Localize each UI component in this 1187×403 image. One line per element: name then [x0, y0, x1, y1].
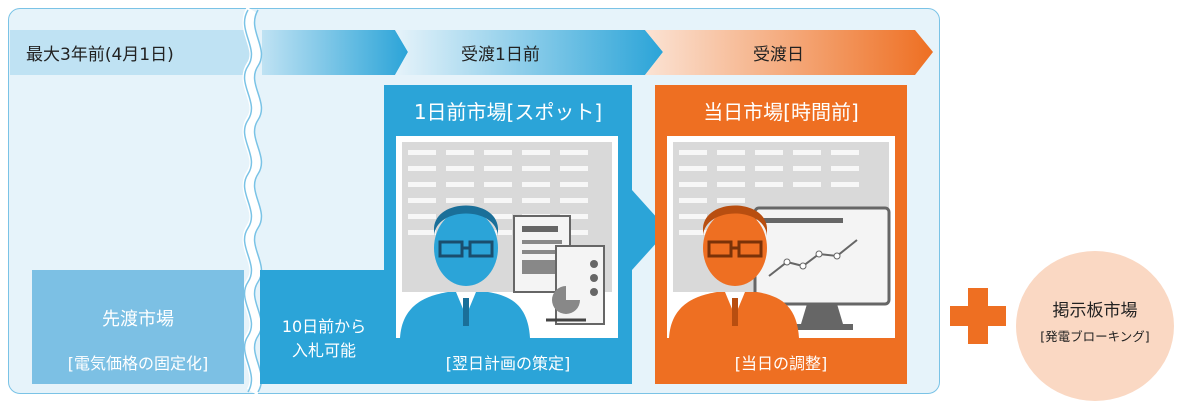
trader-with-monitor-chart-icon — [667, 136, 895, 338]
timeline-break-wave — [242, 6, 262, 396]
bidding-window-line-2: 入札可能 — [291, 341, 356, 360]
bulletin-market-circle — [1016, 251, 1174, 401]
trader-with-documents-icon — [396, 136, 618, 338]
plus-icon — [950, 288, 1006, 344]
intraday-market-caption: [当日の調整] — [734, 354, 828, 373]
dayahead-market-title: 1日前市場[スポット] — [413, 100, 603, 124]
futures-market-title: 先渡市場 — [102, 309, 174, 330]
timeline-label-three-years-before: 最大3年前(4月1日) — [26, 45, 174, 65]
intraday-market-title: 当日市場[時間前] — [703, 100, 859, 124]
timeline-arrow-segment-1 — [10, 30, 252, 75]
timeline-label-one-day-before: 受渡1日前 — [461, 45, 540, 65]
market-connector-arrow — [632, 190, 668, 270]
futures-market-subtitle: [電気価格の固定化] — [67, 354, 209, 373]
bidding-window-note: 10日前から 入札可能 — [268, 315, 380, 363]
bidding-window-line-1: 10日前から — [281, 317, 367, 336]
timeline-arrow-segment-3 — [395, 30, 663, 75]
timeline-label-delivery-day: 受渡日 — [753, 45, 804, 65]
bulletin-market-title: 掲示板市場 — [1052, 301, 1138, 321]
bidding-window-strip — [260, 270, 384, 384]
timeline-arrow-segment-4 — [645, 30, 933, 75]
bulletin-market-subtitle: [発電ブローキング] — [1040, 329, 1150, 344]
dayahead-market-caption: [翌日計画の策定] — [445, 354, 571, 373]
futures-market-block — [32, 270, 244, 384]
timeline-arrow-segment-2 — [262, 30, 408, 75]
